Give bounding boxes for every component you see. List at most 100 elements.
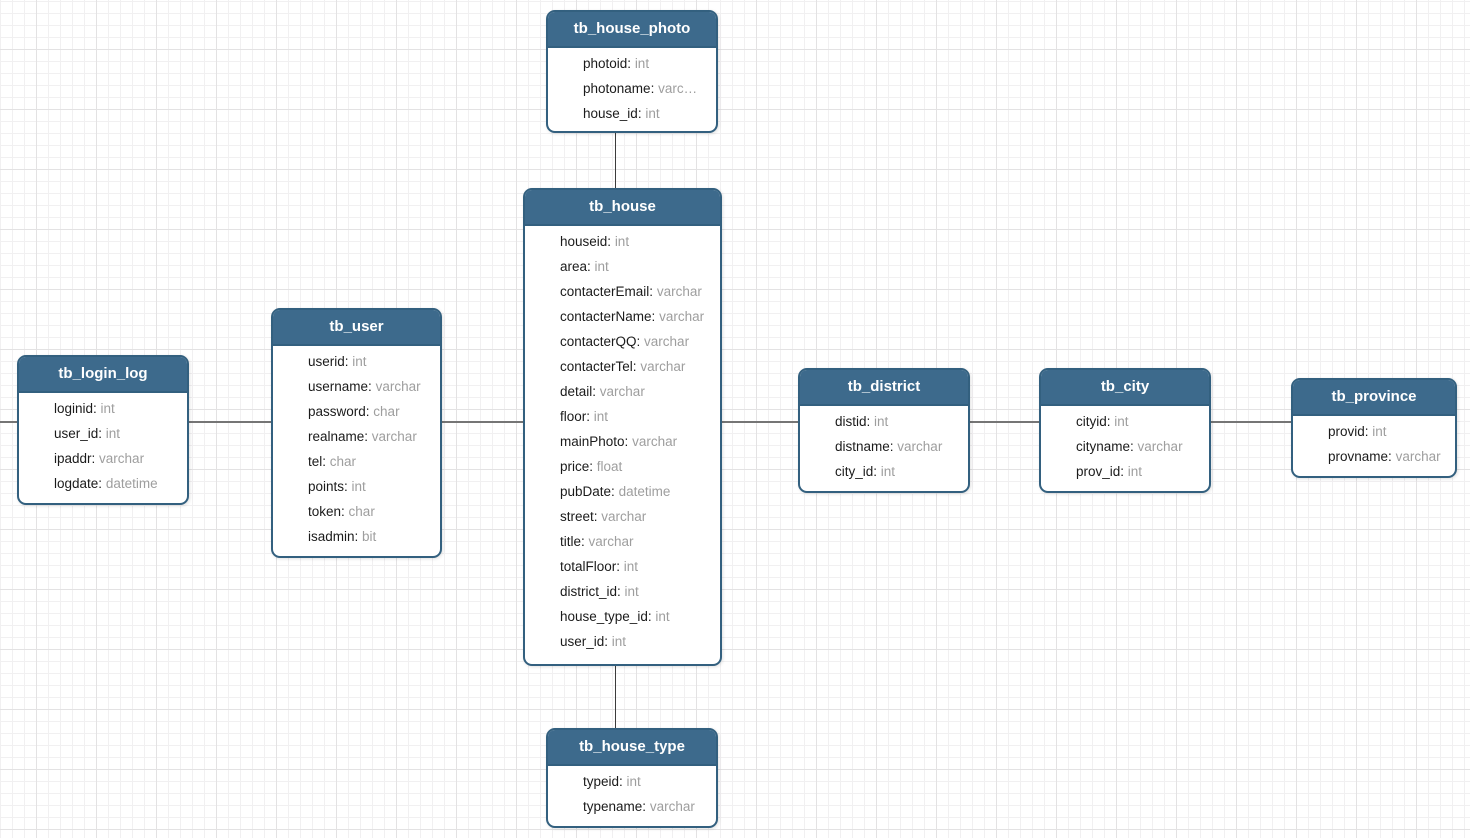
field-separator: :	[647, 609, 656, 624]
field-separator: :	[93, 401, 101, 416]
field-row[interactable]: isadmin: bit	[308, 524, 434, 549]
entity-title: tb_province	[1331, 388, 1417, 405]
entity-title-bar[interactable]: tb_city	[1041, 370, 1209, 406]
field-row[interactable]: provid: int	[1328, 419, 1449, 444]
field-type: int	[1114, 414, 1129, 429]
field-row[interactable]: cityid: int	[1076, 409, 1203, 434]
field-row[interactable]: floor: int	[560, 404, 714, 429]
field-separator: :	[889, 439, 898, 454]
connector-line[interactable]	[0, 421, 19, 423]
connector-line[interactable]	[442, 421, 523, 423]
field-type: int	[645, 106, 660, 121]
field-name: contacterQQ	[560, 334, 637, 349]
field-name: distname	[835, 439, 890, 454]
entity-title-bar[interactable]: tb_house_type	[548, 730, 716, 766]
field-row[interactable]: area: int	[560, 254, 714, 279]
field-name: contacterTel	[560, 359, 633, 374]
field-name: typeid	[583, 774, 620, 789]
field-type: int	[593, 409, 609, 424]
field-row[interactable]: realname: varchar	[308, 424, 434, 449]
connector-line[interactable]	[1211, 421, 1291, 423]
field-row[interactable]: totalFloor: int	[560, 554, 714, 579]
field-row[interactable]: price: float	[560, 454, 714, 479]
entity-title-bar[interactable]: tb_province	[1293, 380, 1455, 416]
field-row[interactable]: contacterEmail: varchar	[560, 279, 714, 304]
field-name: ipaddr	[54, 451, 92, 466]
field-row[interactable]: house_type_id: int	[560, 604, 714, 629]
field-row[interactable]: logdate: datetime	[54, 471, 181, 496]
field-row[interactable]: mainPhoto: varchar	[560, 429, 714, 454]
entity-title: tb_login_log	[58, 365, 148, 382]
field-row[interactable]: contacterQQ: varchar	[560, 329, 714, 354]
field-type: int	[634, 56, 650, 71]
field-name: house_id	[583, 106, 638, 121]
entity-title-bar[interactable]: tb_district	[800, 370, 968, 406]
field-row[interactable]: password: char	[308, 399, 434, 424]
connector-line[interactable]	[189, 421, 271, 423]
field-row[interactable]: photoid: int	[583, 51, 710, 76]
field-name: username	[308, 379, 369, 394]
field-row[interactable]: distname: varchar	[835, 434, 962, 459]
field-row[interactable]: token: char	[308, 499, 434, 524]
field-name: detail	[560, 384, 593, 399]
field-separator: :	[589, 459, 597, 474]
field-row[interactable]: title: varchar	[560, 529, 714, 554]
entity-title-bar[interactable]: tb_house	[525, 190, 720, 226]
field-separator: :	[642, 799, 650, 814]
field-row[interactable]: typename: varchar	[583, 794, 710, 819]
entity-title-bar[interactable]: tb_login_log	[19, 357, 187, 393]
field-separator: :	[364, 429, 372, 444]
field-row[interactable]: contacterTel: varchar	[560, 354, 714, 379]
field-type: datetime	[618, 484, 671, 499]
field-row[interactable]: pubDate: datetime	[560, 479, 714, 504]
field-name: pubDate	[560, 484, 612, 499]
field-row[interactable]: ipaddr: varchar	[54, 446, 181, 471]
field-row[interactable]: provname: varchar	[1328, 444, 1449, 469]
field-row[interactable]: user_id: int	[560, 629, 714, 654]
field-row[interactable]: street: varchar	[560, 504, 714, 529]
field-name: photoname	[583, 81, 651, 96]
field-row[interactable]: houseid: int	[560, 229, 714, 254]
field-row[interactable]: district_id: int	[560, 579, 714, 604]
field-row[interactable]: points: int	[308, 474, 434, 499]
field-separator: :	[611, 484, 619, 499]
field-row[interactable]: prov_id: int	[1076, 459, 1203, 484]
field-separator: :	[650, 81, 659, 96]
field-row[interactable]: detail: varchar	[560, 379, 714, 404]
field-row[interactable]: house_id: int	[583, 101, 710, 126]
field-row[interactable]: tel: char	[308, 449, 434, 474]
connector-line[interactable]	[615, 133, 616, 188]
field-row[interactable]: photoname: varc…	[583, 76, 710, 101]
connector-line[interactable]	[722, 421, 798, 423]
field-separator: :	[587, 259, 595, 274]
field-row[interactable]: typeid: int	[583, 769, 710, 794]
field-separator: :	[581, 534, 589, 549]
field-row[interactable]: distid: int	[835, 409, 962, 434]
field-row[interactable]: city_id: int	[835, 459, 962, 484]
connector-line[interactable]	[615, 666, 616, 728]
field-row[interactable]: username: varchar	[308, 374, 434, 399]
field-type: varchar	[375, 379, 421, 394]
field-row[interactable]: contacterName: varchar	[560, 304, 714, 329]
entity-title-bar[interactable]: tb_user	[273, 310, 440, 346]
field-type: varchar	[371, 429, 417, 444]
field-separator: :	[636, 334, 645, 349]
field-row[interactable]: user_id: int	[54, 421, 181, 446]
entity-title-bar[interactable]: tb_house_photo	[548, 12, 716, 48]
field-type: int	[614, 234, 630, 249]
connector-line[interactable]	[970, 421, 1039, 423]
field-row[interactable]: loginid: int	[54, 396, 181, 421]
field-row[interactable]: userid: int	[308, 349, 434, 374]
field-row[interactable]: cityname: varchar	[1076, 434, 1203, 459]
